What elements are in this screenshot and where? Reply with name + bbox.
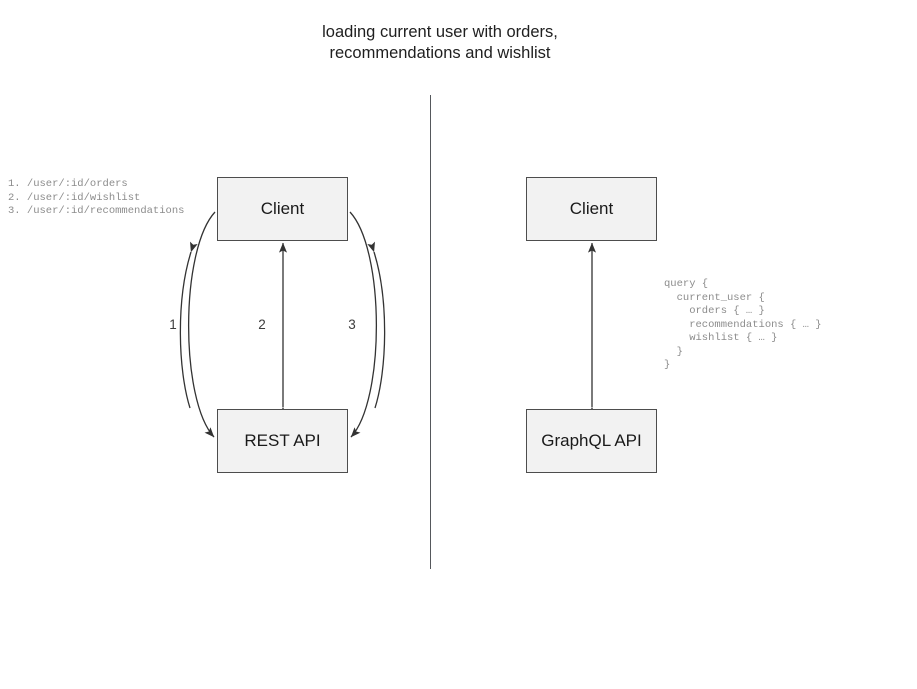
node-rest-client-label: Client bbox=[260, 199, 305, 218]
page-title: loading current user with orders, recomm… bbox=[322, 23, 558, 62]
node-graphql-api[interactable]: GraphQL API bbox=[526, 409, 657, 473]
node-graphql-api-label: GraphQL API bbox=[541, 431, 642, 450]
rest-edge-3 bbox=[349, 211, 386, 438]
graphql-query-annotation: query { current_user { orders { … } reco… bbox=[664, 278, 822, 371]
vertical-divider bbox=[430, 95, 431, 569]
edge-label-1: 1 bbox=[169, 317, 177, 332]
edge-label-3: 3 bbox=[348, 317, 356, 332]
rest-endpoints-annotation: 1. /user/:id/orders 2. /user/:id/wishlis… bbox=[8, 178, 185, 217]
node-rest-api[interactable]: REST API bbox=[217, 409, 348, 473]
rest-edge-1 bbox=[179, 211, 216, 438]
node-rest-client[interactable]: Client bbox=[217, 177, 348, 241]
node-graphql-client-label: Client bbox=[569, 199, 614, 218]
edge-label-2: 2 bbox=[258, 317, 266, 332]
node-graphql-client[interactable]: Client bbox=[526, 177, 657, 241]
node-rest-api-label: REST API bbox=[244, 431, 321, 450]
